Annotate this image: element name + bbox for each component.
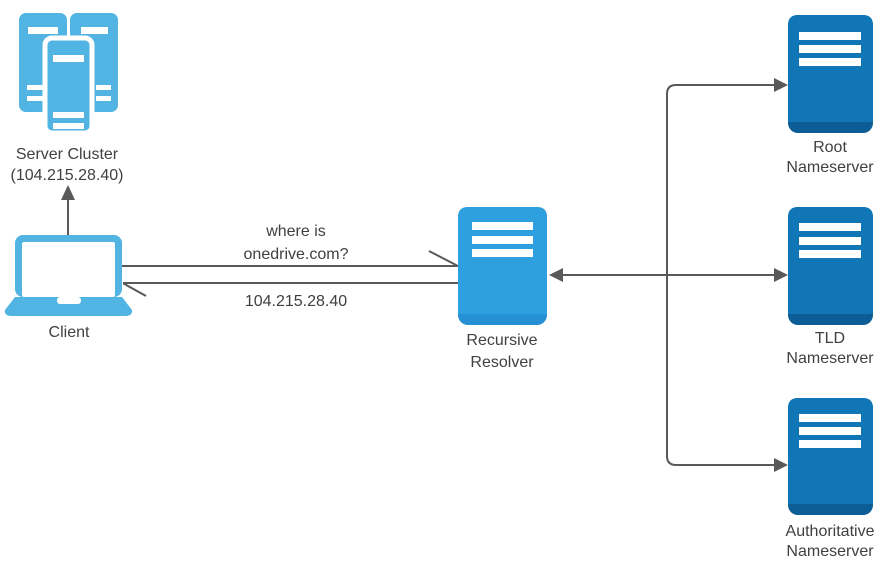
arrowhead-right-into-root [774, 78, 788, 92]
arrowhead-up-to-cluster [61, 185, 75, 200]
query-arrow-barb [428, 250, 458, 267]
resolver-body [458, 207, 547, 314]
laptop-icon [4, 235, 133, 316]
client-label-name: Client [48, 324, 90, 341]
root-nameserver-body [788, 15, 873, 122]
tld-nameserver-label-line1: TLD [814, 330, 846, 347]
laptop-base [4, 297, 133, 316]
root-nameserver-label: Root Nameserver [750, 138, 891, 178]
arrowhead-right-into-authoritative [774, 458, 788, 472]
authoritative-nameserver-icon [788, 398, 873, 515]
tld-nameserver-body [788, 207, 873, 314]
authoritative-nameserver-panels [799, 414, 861, 448]
recursive-resolver-label-line1: Recursive [466, 332, 538, 349]
response-arrow-barb [123, 282, 147, 297]
query-edge-label: where is onedrive.com? [196, 220, 396, 266]
authoritative-nameserver-label: Authoritative Nameserver [750, 522, 891, 562]
root-nameserver-label-line1: Root [813, 139, 847, 156]
recursive-resolver-label: Recursive Resolver [422, 330, 582, 374]
root-nameserver-panels [799, 32, 861, 66]
resolver-panels [472, 222, 533, 257]
arrowhead-left-into-resolver [549, 268, 563, 282]
client-label: Client [19, 322, 119, 343]
laptop-base-notch [57, 297, 81, 304]
connector-lines [67, 84, 777, 466]
laptop-screen [22, 242, 115, 297]
query-edge-label-line2: onedrive.com? [243, 246, 349, 263]
tld-nameserver-panels [799, 223, 861, 258]
authoritative-nameserver-body [788, 398, 873, 504]
authoritative-nameserver-label-line2: Nameserver [786, 543, 874, 560]
root-nameserver-icon [788, 15, 873, 133]
recursive-resolver-label-line2: Resolver [470, 354, 534, 371]
recursive-resolver-icon [458, 207, 547, 325]
cluster-back-server-panels [27, 27, 111, 101]
authoritative-nameserver-label-line1: Authoritative [785, 523, 875, 540]
root-nameserver-label-line2: Nameserver [786, 159, 874, 176]
cluster-front-server-panels [53, 55, 84, 129]
server-cluster-icon [19, 13, 118, 136]
tld-nameserver-label-line2: Nameserver [786, 350, 874, 367]
tld-nameserver-label: TLD Nameserver [750, 329, 891, 369]
response-edge-label: 104.215.28.40 [196, 291, 396, 312]
server-cluster-label-ip: (104.215.28.40) [10, 167, 124, 184]
arrowheads [61, 78, 788, 472]
cluster-front-server [42, 35, 95, 136]
response-edge-label-ip: 104.215.28.40 [244, 293, 348, 310]
tld-nameserver-icon [788, 207, 873, 325]
arrowhead-right-into-tld [774, 268, 788, 282]
server-cluster-label: Server Cluster (104.215.28.40) [0, 144, 147, 186]
query-edge-label-line1: where is [266, 223, 326, 240]
server-cluster-label-name: Server Cluster [15, 146, 119, 163]
